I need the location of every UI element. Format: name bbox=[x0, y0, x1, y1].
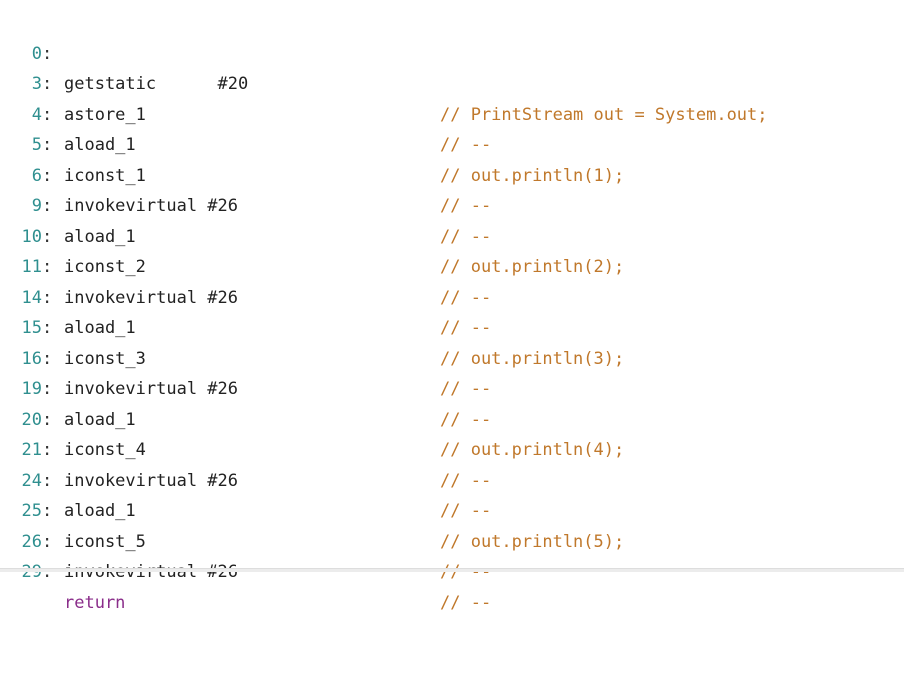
instruction: aload_1 bbox=[64, 135, 136, 155]
comment: // PrintStream out = System.out; bbox=[440, 104, 768, 125]
line-colon: : bbox=[42, 531, 53, 552]
line-number: 15 bbox=[21, 318, 42, 338]
instruction: getstatic #20 bbox=[64, 74, 249, 94]
comment: // -- bbox=[440, 226, 492, 247]
comment: // out.println(2); bbox=[440, 257, 625, 277]
comment: // out.println(3); bbox=[440, 348, 625, 369]
comment: // -- bbox=[440, 562, 492, 582]
line-number: 4 bbox=[31, 104, 42, 125]
instruction: invokevirtual #26 bbox=[64, 562, 238, 582]
bytecode-listing: 0: getstatic #20 // PrintStream out = Sy… bbox=[0, 8, 904, 613]
code-line: 6: invokevirtual #26 // -- bbox=[0, 130, 904, 247]
comment: // -- bbox=[440, 592, 492, 613]
line-colon: : bbox=[42, 226, 53, 247]
instruction: iconst_3 bbox=[64, 348, 146, 369]
instruction: iconst_2 bbox=[64, 257, 146, 277]
line-number: 24 bbox=[21, 470, 42, 491]
instruction: invokevirtual #26 bbox=[64, 287, 238, 308]
code-line: 25: iconst_5 // -- bbox=[0, 466, 904, 582]
comment: // -- bbox=[440, 409, 492, 430]
line-number: 16 bbox=[21, 348, 42, 369]
comment: // -- bbox=[440, 135, 492, 155]
line-number: 10 bbox=[21, 226, 42, 247]
code-line: 20: iconst_4 // -- bbox=[0, 374, 904, 491]
line-colon: : bbox=[42, 501, 53, 521]
line-colon: : bbox=[42, 135, 53, 155]
line-colon: : bbox=[42, 318, 53, 338]
code-line: 9: aload_1 // out.println(2); bbox=[0, 161, 904, 277]
line-number: 29 bbox=[21, 562, 42, 582]
comment: // -- bbox=[440, 379, 492, 399]
comment: // -- bbox=[440, 501, 492, 521]
code-line: 15: iconst_3 // -- bbox=[0, 283, 904, 399]
instruction: invokevirtual #26 bbox=[64, 470, 238, 491]
line-number: 3 bbox=[31, 74, 42, 94]
line-colon: : bbox=[42, 470, 53, 491]
line-colon: : bbox=[42, 562, 53, 582]
comment: // -- bbox=[440, 196, 492, 216]
code-line: 21: invokevirtual #26 // -- bbox=[0, 405, 904, 521]
line-colon: : bbox=[42, 348, 53, 369]
code-line: 24: aload_1 // out.println(5); bbox=[0, 435, 904, 552]
line-number: 6 bbox=[31, 165, 42, 186]
instruction: invokevirtual #26 bbox=[64, 379, 238, 399]
line-number: 19 bbox=[21, 379, 42, 399]
code-line: 16: invokevirtual #26 // -- bbox=[0, 313, 904, 430]
line-colon: : bbox=[42, 104, 53, 125]
instruction: astore_1 bbox=[64, 104, 146, 125]
instruction: iconst_1 bbox=[64, 165, 146, 186]
line-number: 14 bbox=[21, 287, 42, 308]
return-keyword: return bbox=[64, 592, 126, 613]
code-line: 5: iconst_1 // -- bbox=[0, 100, 904, 216]
instruction: aload_1 bbox=[64, 501, 136, 521]
instruction: iconst_4 bbox=[64, 440, 146, 460]
comment: // out.println(1); bbox=[440, 165, 625, 186]
line-colon: : bbox=[42, 196, 53, 216]
line-colon: : bbox=[42, 74, 53, 94]
instruction: aload_1 bbox=[64, 226, 136, 247]
line-colon: : bbox=[42, 440, 53, 460]
line-colon: : bbox=[42, 287, 53, 308]
instruction: aload_1 bbox=[64, 318, 136, 338]
code-line: 19: aload_1 // out.println(4); bbox=[0, 344, 904, 460]
code-line: 10: iconst_2 // -- bbox=[0, 191, 904, 308]
line-colon: : bbox=[42, 43, 53, 64]
line-number: 0 bbox=[31, 43, 42, 64]
line-colon: : bbox=[42, 257, 53, 277]
instruction: aload_1 bbox=[64, 409, 136, 430]
code-line: 3: astore_1 // -- bbox=[0, 39, 904, 155]
line-number: 11 bbox=[21, 257, 42, 277]
line-number: 20 bbox=[21, 409, 42, 430]
code-line: 14: aload_1 // out.println(3); bbox=[0, 252, 904, 369]
line-colon: : bbox=[42, 379, 53, 399]
comment: // out.println(4); bbox=[440, 440, 625, 460]
comment: // -- bbox=[440, 318, 492, 338]
code-line: 4: aload_1 // out.println(1); bbox=[0, 69, 904, 186]
comment: // -- bbox=[440, 287, 492, 308]
line-colon: : bbox=[42, 165, 53, 186]
code-line: 29: return bbox=[0, 527, 904, 613]
comment: // out.println(5); bbox=[440, 531, 625, 552]
code-line: 11: invokevirtual #26 // -- bbox=[0, 222, 904, 338]
code-line: 0: getstatic #20 // PrintStream out = Sy… bbox=[0, 8, 904, 125]
line-number: 9 bbox=[31, 196, 42, 216]
line-number: 26 bbox=[21, 531, 42, 552]
line-number: 25 bbox=[21, 501, 42, 521]
code-line: 26: invokevirtual #26 // -- bbox=[0, 496, 904, 613]
comment: // -- bbox=[440, 470, 492, 491]
line-number: 5 bbox=[31, 135, 42, 155]
bottom-divider bbox=[0, 568, 904, 572]
line-colon: : bbox=[42, 409, 53, 430]
line-number: 21 bbox=[21, 440, 42, 460]
instruction: iconst_5 bbox=[64, 531, 146, 552]
instruction: invokevirtual #26 bbox=[64, 196, 238, 216]
